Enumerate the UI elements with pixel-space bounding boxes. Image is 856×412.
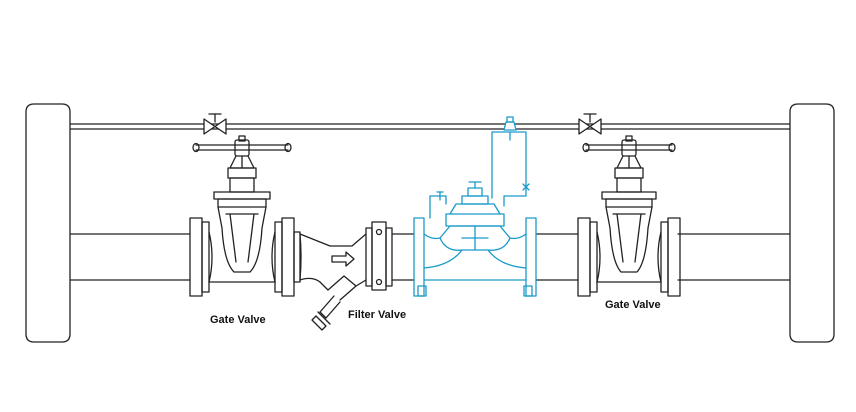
filter-valve-icon <box>293 221 393 331</box>
gate-valve-right-label: Gate Valve <box>605 299 661 311</box>
gate-valve-left-icon <box>189 135 295 297</box>
main-pipe <box>69 233 791 281</box>
filter-valve-label: Filter Valve <box>348 309 407 321</box>
needle-valve-right-icon <box>578 113 602 135</box>
wall-support-left-icon <box>25 103 71 343</box>
needle-valve-left-icon <box>203 113 227 135</box>
gate-valve-left-label: Gate Valve <box>210 314 266 326</box>
flow-arrow-icon <box>331 251 355 267</box>
control-valve-icon <box>413 116 537 297</box>
pilot-pipe-top <box>69 123 791 130</box>
wall-support-right-icon <box>789 103 835 343</box>
gate-valve-right-icon <box>577 135 681 297</box>
